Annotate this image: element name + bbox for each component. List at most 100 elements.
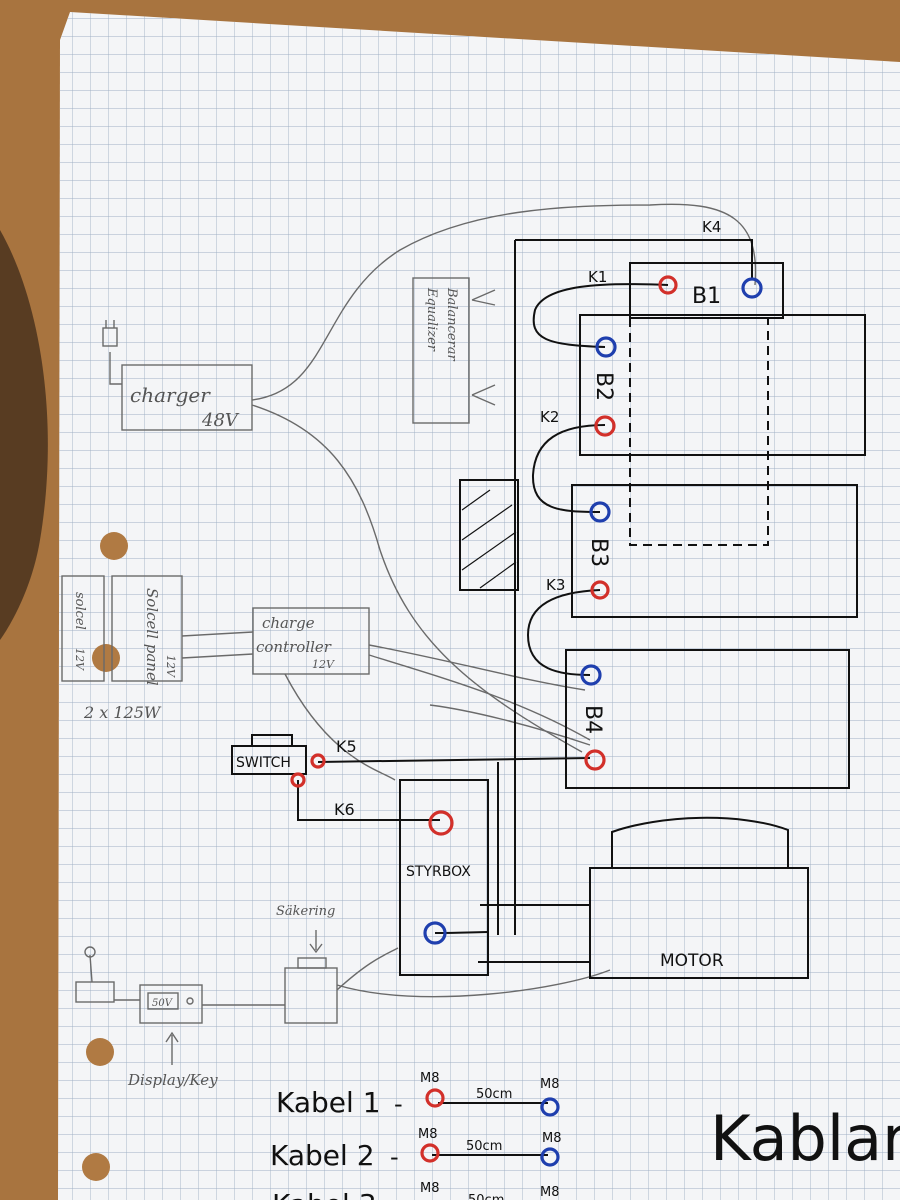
display-screen [147,992,179,1010]
b3-negative-terminal [589,501,611,523]
display-key-dot [186,997,194,1005]
cable-k5 [317,757,591,763]
desk-shadow [0,230,48,640]
battery-b3-label: B3 [586,538,611,567]
kabel-3-to: M8 [540,1185,560,1200]
kabel-1-name: Kabel 1 [276,1086,381,1119]
battery-b2-label: B2 [591,372,616,401]
kabel-2-m8-start [420,1143,440,1163]
kabel-1-to: M8 [540,1077,560,1092]
cable-k6-label: K6 [334,800,355,819]
battery-b1-label: B1 [692,284,721,309]
wire-controller-battery [368,644,591,741]
styrbox-label: STYRBOX [406,864,471,880]
solar-panel-voltage: 12V [164,655,177,678]
b4-negative-terminal [580,664,602,686]
bus-wire-k4 [514,239,753,935]
battery-b4-box [565,649,850,789]
kabel-2-length: 50cm [466,1139,502,1154]
charge-controller-box [252,607,370,675]
fuse-pointer-arrow [309,930,323,954]
cable-k5-label: K5 [336,737,357,756]
cable-k2 [531,424,606,513]
cable-list: Kabel 1 - M8 50cm M8 Kabel 2 - M8 50cm M… [270,1071,562,1200]
battery-b2-box [579,314,866,456]
page-title: Kablar [710,1102,900,1175]
fuse-label: Säkering [276,904,335,919]
kabel-2-m8-end [540,1147,560,1167]
wire-pencil-misc [429,704,591,746]
wire-controller-down [284,673,396,781]
kabel-1-m8-start [425,1088,445,1108]
styrbox-box [399,779,489,976]
cable-k3 [526,589,601,676]
charge-controller-label-2: controller [256,638,332,656]
b4-positive-terminal [584,749,606,771]
wire-solar-controller [181,631,254,659]
paper-sheet [58,12,900,1200]
b2-positive-terminal [594,415,616,437]
plug-icon [102,327,118,347]
balancer-label: Balancerar [444,287,459,362]
display-key-label: Display/Key [127,1071,218,1089]
b1-positive-terminal [658,275,678,295]
kabel-2-name: Kabel 2 [270,1139,375,1172]
charger-voltage: 48V [201,410,240,431]
display-box [139,984,203,1024]
styrbox-negative-terminal [423,921,447,945]
kabel-2-dash: - [390,1143,399,1171]
cable-k4-label: K4 [702,218,721,236]
styrbox-positive-terminal [428,810,454,836]
throttle-knob [84,946,96,958]
motor-label: MOTOR [660,951,724,971]
kabel-3-length: 50cm [468,1193,504,1200]
solar-short-box [61,575,105,682]
kabel-3-dash: - [392,1192,401,1200]
charge-controller-voltage: 12V [312,658,335,671]
battery-b1-top [629,262,784,319]
display-value: 50V [152,998,174,1009]
hatched-block [459,479,519,591]
hatch-lines [461,489,517,589]
battery-b1-hidden-edge [629,318,769,546]
equalizer-label: Equalizer [424,287,439,352]
display-pointer-arrow [165,1031,179,1065]
kabel-1-length: 50cm [476,1087,512,1102]
motor-top [611,816,789,868]
wire-styrbox-motor [478,904,590,963]
kabel-1-from: M8 [420,1071,440,1086]
equalizer-box [412,277,470,424]
fuse-cap [297,957,327,969]
cable-k2-label: K2 [540,408,559,426]
switch-cap [251,734,293,747]
wire-charger-b4 [251,404,583,753]
throttle-lever [89,954,93,983]
kabel-3-name: Kabel 3 [272,1188,377,1200]
charger-box [121,364,253,431]
solar-panel-label: Solcell panel [143,588,161,686]
equalizer-leads [471,289,496,406]
kabel-2-to: M8 [542,1131,562,1146]
charger-label: charger [130,383,211,407]
solar-short-voltage: 12V [73,648,86,671]
plug-prongs [105,320,115,328]
cable-k1 [532,283,669,348]
wire-charger-b1 [251,203,757,401]
solar-short-label: solcel [72,592,87,630]
switch-terminal-1 [310,753,326,769]
motor-box [589,867,809,979]
binder-holes [82,532,128,1181]
switch-label: SWITCH [236,755,291,771]
charge-controller-label-1: charge [262,614,315,632]
wire-fuse-styrbox [336,947,611,998]
b2-negative-terminal [595,336,617,358]
throttle-body [75,981,115,1003]
b1-negative-terminal [741,277,763,299]
kabel-1-dash: - [394,1090,403,1118]
styrbox-wire-out [434,931,489,934]
battery-b4-label: B4 [580,705,605,734]
battery-b3-box [571,484,858,618]
kabel-3-from: M8 [420,1181,440,1196]
solar-rating: 2 x 125W [83,703,162,722]
